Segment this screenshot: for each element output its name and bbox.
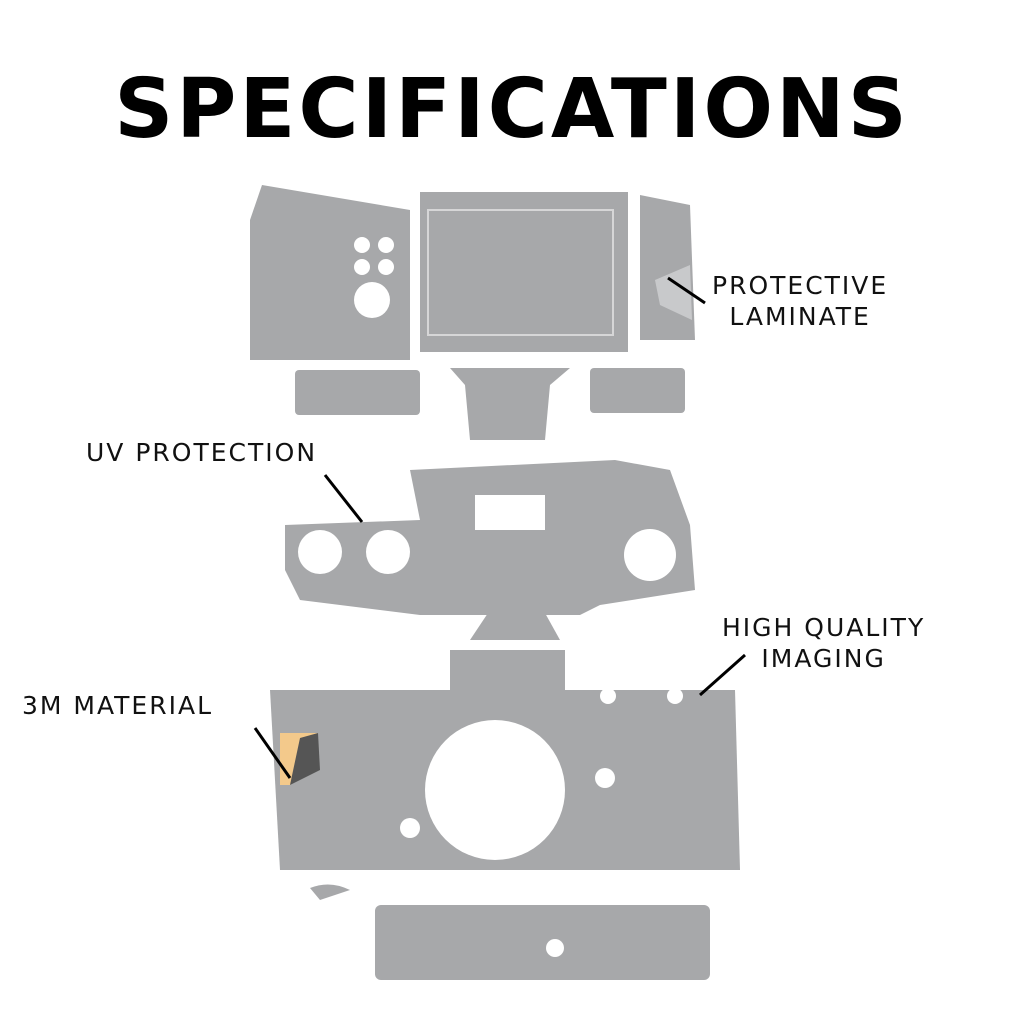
callout-line-uv (323, 474, 364, 523)
side-piece-right (590, 368, 685, 413)
callout-text-line: HIGH QUALITY (722, 613, 926, 642)
callout-3m-material: 3M MATERIAL (22, 691, 213, 720)
callout-line-material (253, 727, 292, 779)
grip-piece (310, 884, 350, 900)
dial-piece (450, 368, 570, 440)
prism-piece (470, 595, 560, 640)
side-piece-left (295, 370, 420, 415)
top-plate (285, 460, 695, 615)
callout-line-laminate (667, 276, 706, 305)
bottom-plate (375, 905, 710, 980)
callout-text-line: LAMINATE (729, 302, 871, 331)
callout-protective-laminate: PROTECTIVE LAMINATE (712, 270, 888, 332)
callout-high-quality-imaging: HIGH QUALITY IMAGING (722, 612, 925, 674)
callout-text-line: PROTECTIVE (712, 271, 889, 300)
page-title: SPECIFICATIONS (114, 62, 910, 157)
rear-screen-panel (420, 192, 628, 352)
callout-uv-protection: UV PROTECTION (86, 438, 318, 467)
front-upper (450, 650, 565, 695)
lens-mount-opening (425, 720, 565, 860)
callout-text-line: IMAGING (761, 644, 886, 673)
callout-line-imaging (699, 653, 746, 697)
